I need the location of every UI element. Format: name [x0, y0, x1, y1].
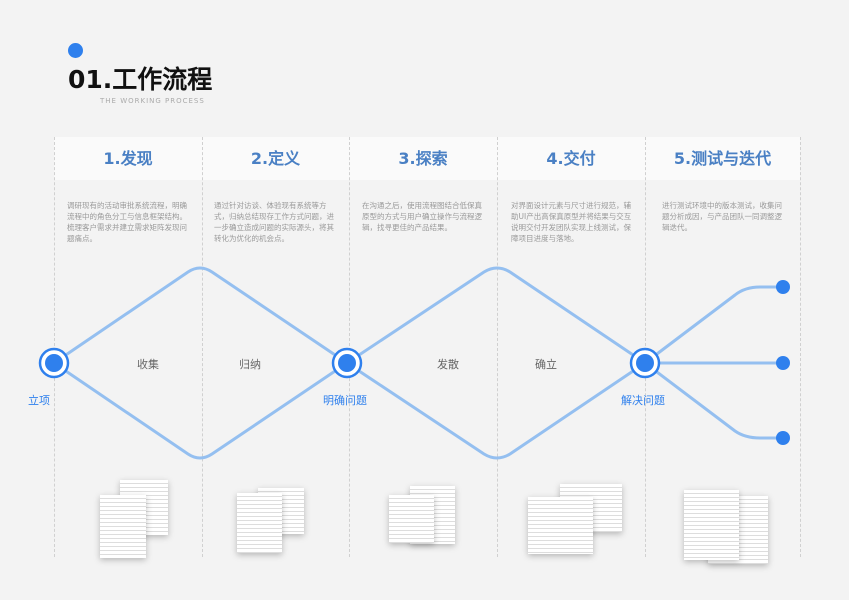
divider	[800, 137, 801, 557]
step-desc-2: 通过针对访谈、体验现有系统等方式，归纳总结现存工作方式问题，进一步确立造成问题的…	[214, 201, 334, 243]
step-title-2: 2.定义	[250, 149, 301, 168]
divider	[54, 137, 55, 557]
step-desc-3: 在沟通之后，使用流程图结合低保真原型的方式与用户确立操作与流程逻辑，找寻更佳的产…	[362, 201, 482, 232]
branch-top	[644, 285, 783, 365]
node-label-define: 明确问题	[323, 394, 367, 407]
doc-thumbnail	[237, 493, 282, 553]
title-dot	[68, 43, 83, 58]
step-desc-4: 对界面设计元素与尺寸进行规范，辅助UI产出高保真原型并将结果与交互说明交付开发团…	[511, 201, 632, 243]
steps-header-band	[54, 137, 800, 180]
divider	[349, 137, 350, 557]
branch-bottom	[644, 361, 783, 440]
step-title-5: 5.测试与迭代	[673, 149, 772, 168]
doc-thumbnail	[389, 495, 434, 543]
diamond-1	[52, 266, 349, 460]
doc-thumbnail	[100, 495, 146, 558]
end-dot	[776, 431, 790, 445]
step-title-3: 3.探索	[398, 149, 448, 168]
node-label-start: 立项	[28, 394, 50, 407]
step-desc-5: 进行测试环境中的版本测试，收集问题分析成因，与产品团队一同调整逻辑迭代。	[662, 201, 782, 232]
divider	[645, 137, 646, 557]
label-induce: 归纳	[239, 358, 261, 371]
divider	[202, 137, 203, 557]
step-desc-1: 调研现有的活动审批系统流程，明确流程中的角色分工与信息框架结构。梳理客户需求并建…	[67, 201, 187, 243]
step-title-1: 1.发现	[103, 149, 153, 168]
node-2	[331, 347, 363, 379]
label-collect: 收集	[137, 358, 159, 371]
node-3	[629, 347, 661, 379]
label-diverge: 发散	[437, 358, 459, 371]
end-dot	[776, 280, 790, 294]
doc-thumbnail	[528, 497, 593, 554]
end-dot	[776, 356, 790, 370]
node-1	[38, 347, 70, 379]
node-label-solve: 解决问题	[621, 394, 665, 407]
label-establish: 确立	[535, 358, 557, 371]
diamond-2	[345, 266, 647, 460]
doc-thumbnail	[684, 490, 739, 560]
page-subtitle: THE WORKING PROCESS	[100, 97, 205, 105]
page-title: 01.工作流程	[68, 65, 213, 94]
divider	[497, 137, 498, 557]
step-title-4: 4.交付	[546, 149, 596, 168]
